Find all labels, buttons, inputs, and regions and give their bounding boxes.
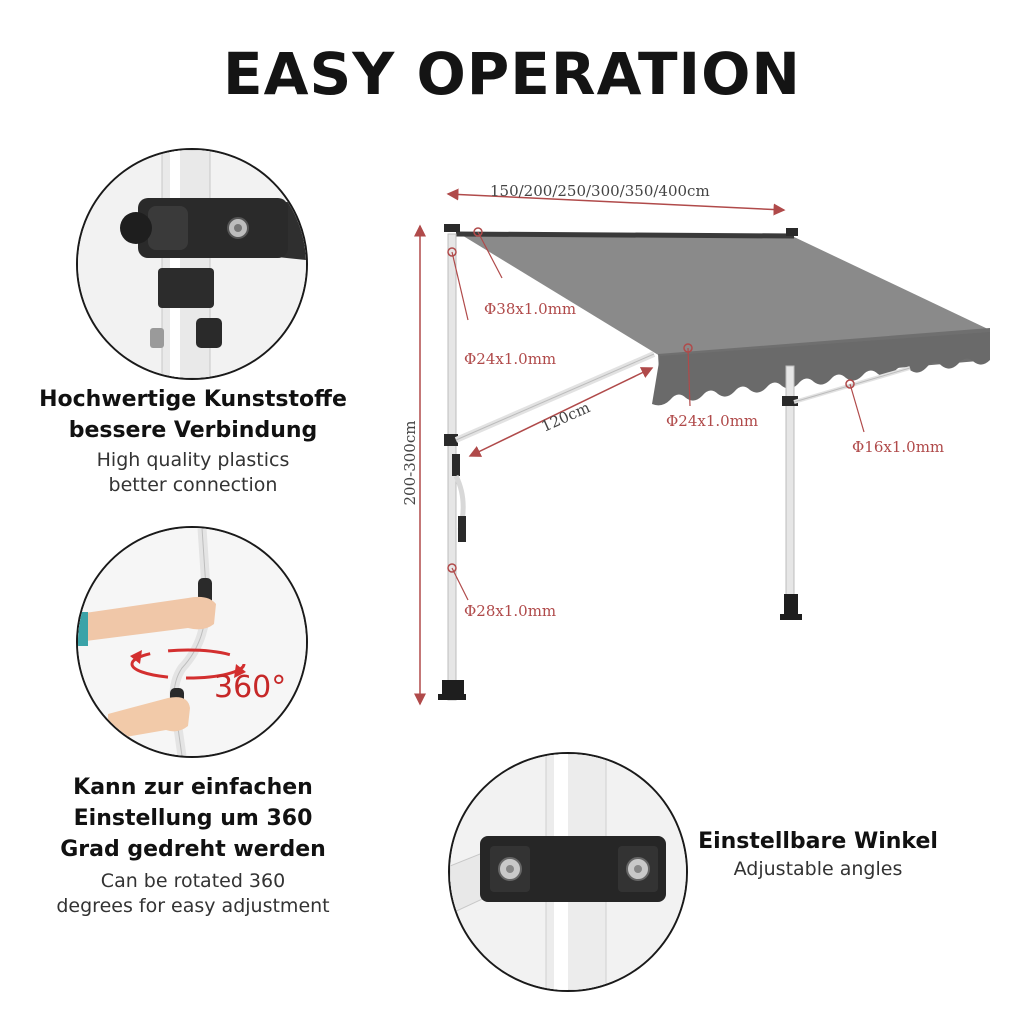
detail-circle-angle-clamp — [448, 752, 688, 992]
feature-3-de-line-1: Einstellbare Winkel — [698, 829, 938, 854]
feature-3-caption: Einstellbare Winkel Adjustable angles — [692, 826, 944, 882]
feature-1-de-line-1: Hochwertige Kunststoffe — [39, 387, 347, 412]
awning-diagram: 150/200/250/300/350/400cm 200-300cm 120c… — [390, 170, 1024, 730]
feature-1-de-line-2: bessere Verbindung — [68, 418, 318, 443]
hand-crank-illustration — [78, 528, 306, 756]
detail-circle-crank: 360° — [76, 526, 308, 758]
feature-2-de-line-3: Grad gedreht werden — [60, 837, 326, 862]
rotation-label: 360° — [214, 670, 287, 705]
awning-canopy — [460, 234, 990, 356]
label-brace: Φ16x1.0mm — [852, 438, 945, 456]
angle-clamp-illustration — [450, 754, 686, 990]
feature-2-de-line-2: Einstellung um 360 — [73, 806, 313, 831]
label-upper-pole: Φ24x1.0mm — [464, 350, 557, 368]
feature-1-caption: Hochwertige Kunststoffe bessere Verbindu… — [20, 384, 366, 498]
label-top-bar: Φ38x1.0mm — [484, 300, 577, 318]
feature-2-caption: Kann zur einfachen Einstellung um 360 Gr… — [20, 772, 366, 919]
feature-2-en-line-2: degrees for easy adjustment — [56, 895, 330, 917]
arm-dimension-line — [468, 367, 654, 457]
feature-3-en-line-1: Adjustable angles — [733, 858, 903, 880]
plastic-clamp-illustration — [78, 150, 306, 378]
feature-2-en-line-1: Can be rotated 360 — [100, 870, 286, 892]
label-lower-pole: Φ28x1.0mm — [464, 602, 557, 620]
height-dimension-label: 200-300cm — [401, 420, 419, 506]
feature-1-en-line-2: better connection — [108, 474, 278, 496]
width-dimension-line — [446, 188, 786, 216]
feature-2-de-line-1: Kann zur einfachen — [73, 775, 313, 800]
awning-illustration — [414, 188, 990, 706]
awning-valance — [652, 332, 990, 406]
width-dimension-label: 150/200/250/300/350/400cm — [490, 182, 710, 200]
feature-1-en-line-1: High quality plastics — [96, 449, 290, 471]
label-front-bar: Φ24x1.0mm — [666, 412, 759, 430]
page-title: EASY OPERATION — [223, 40, 801, 108]
detail-circle-clamp — [76, 148, 308, 380]
